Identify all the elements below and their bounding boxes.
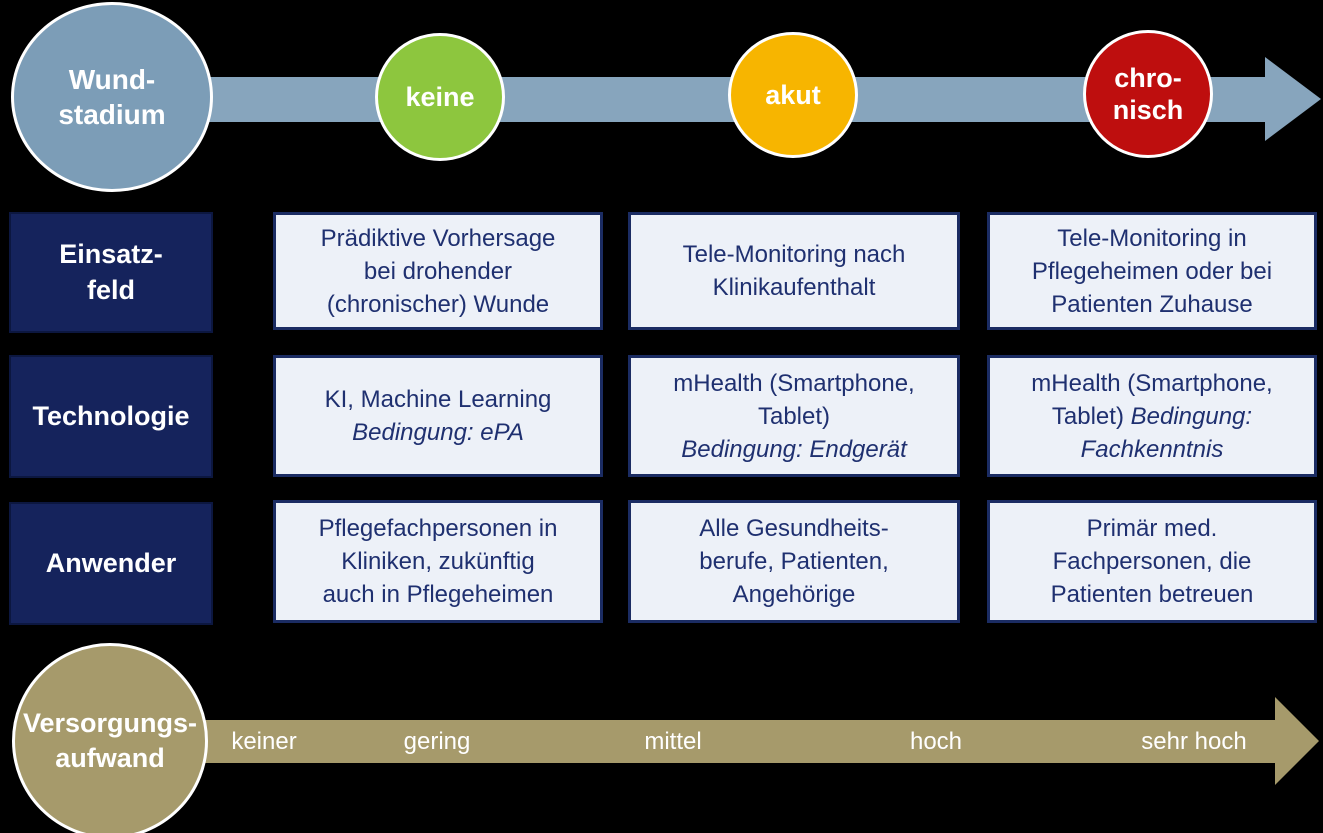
effort-level-sehr-hoch: sehr hoch xyxy=(1141,728,1247,755)
cell-text-italic: Bedingung: Endgerät xyxy=(681,435,907,463)
wound-stage-axis-circle: Wund- stadium xyxy=(11,2,213,192)
effort-level-mittel: mittel xyxy=(644,728,702,755)
cell-text-italic: Bedingung: Fachkenntnis xyxy=(1080,402,1253,463)
stage-label-keine: keine xyxy=(405,81,475,112)
cell-text: KI, Machine Learning xyxy=(324,386,552,413)
wound-stage-arrowhead-icon xyxy=(1265,57,1321,141)
cell-text: Tele-Monitoring in Pflegeheimen oder bei… xyxy=(1031,224,1273,318)
stage-label-akut: akut xyxy=(765,79,821,110)
row-label-einsatzfeld-text: Einsatz- feld xyxy=(59,239,163,305)
effort-level-gering: gering xyxy=(403,728,471,755)
cell-text: Tele-Monitoring nach Klinikaufenthalt xyxy=(682,241,906,301)
care-effort-arrow xyxy=(200,720,1275,763)
cell-anwender-keine: Pflegefachpersonen in Kliniken, zukünfti… xyxy=(273,500,603,623)
care-effort-arrowhead-icon xyxy=(1275,697,1319,785)
cell-einsatzfeld-keine: Prädiktive Vorhersage bei drohender (chr… xyxy=(273,212,603,330)
cell-text: Primär med. Fachpersonen, die Patienten … xyxy=(1050,515,1254,608)
cell-technologie-chronisch: mHealth (Smartphone, Tablet) Bedingung: … xyxy=(987,355,1317,477)
stage-circle-chronisch: chro- nisch xyxy=(1083,30,1213,158)
row-label-anwender: Anwender xyxy=(9,502,213,625)
cell-text-italic: Bedingung: ePA xyxy=(352,419,524,446)
stage-label-chronisch: chro- nisch xyxy=(1112,62,1184,125)
row-label-technologie-text: Technologie xyxy=(32,400,190,431)
wound-stage-arrow xyxy=(150,77,1265,122)
effort-level-keiner: keiner xyxy=(231,728,297,755)
cell-anwender-akut: Alle Gesundheits- berufe, Patienten, Ang… xyxy=(628,500,960,623)
cell-text: Prädiktive Vorhersage bei drohender (chr… xyxy=(320,224,556,318)
cell-text: Alle Gesundheits- berufe, Patienten, Ang… xyxy=(699,515,889,608)
effort-level-hoch: hoch xyxy=(909,728,963,755)
row-label-technologie: Technologie xyxy=(9,355,213,478)
care-effort-axis-circle: Versorgungs- aufwand xyxy=(12,643,208,833)
row-label-einsatzfeld: Einsatz- feld xyxy=(9,212,213,333)
care-effort-axis-label: Versorgungs- aufwand xyxy=(22,707,198,773)
cell-technologie-akut: mHealth (Smartphone, Tablet) Bedingung: … xyxy=(628,355,960,477)
stage-circle-keine: keine xyxy=(375,33,505,161)
cell-einsatzfeld-akut: Tele-Monitoring nach Klinikaufenthalt xyxy=(628,212,960,330)
row-label-anwender-text: Anwender xyxy=(45,547,177,578)
cell-technologie-keine: KI, Machine Learning Bedingung: ePA xyxy=(273,355,603,477)
cell-text: mHealth (Smartphone, Tablet) xyxy=(673,369,915,430)
cell-text: Pflegefachpersonen in Kliniken, zukünfti… xyxy=(318,515,558,608)
wound-stage-axis-label: Wund- stadium xyxy=(58,64,166,130)
cell-einsatzfeld-chronisch: Tele-Monitoring in Pflegeheimen oder bei… xyxy=(987,212,1317,330)
cell-text: mHealth (Smartphone, Tablet) xyxy=(1031,369,1273,430)
stage-circle-akut: akut xyxy=(728,32,858,158)
cell-anwender-chronisch: Primär med. Fachpersonen, die Patienten … xyxy=(987,500,1317,623)
